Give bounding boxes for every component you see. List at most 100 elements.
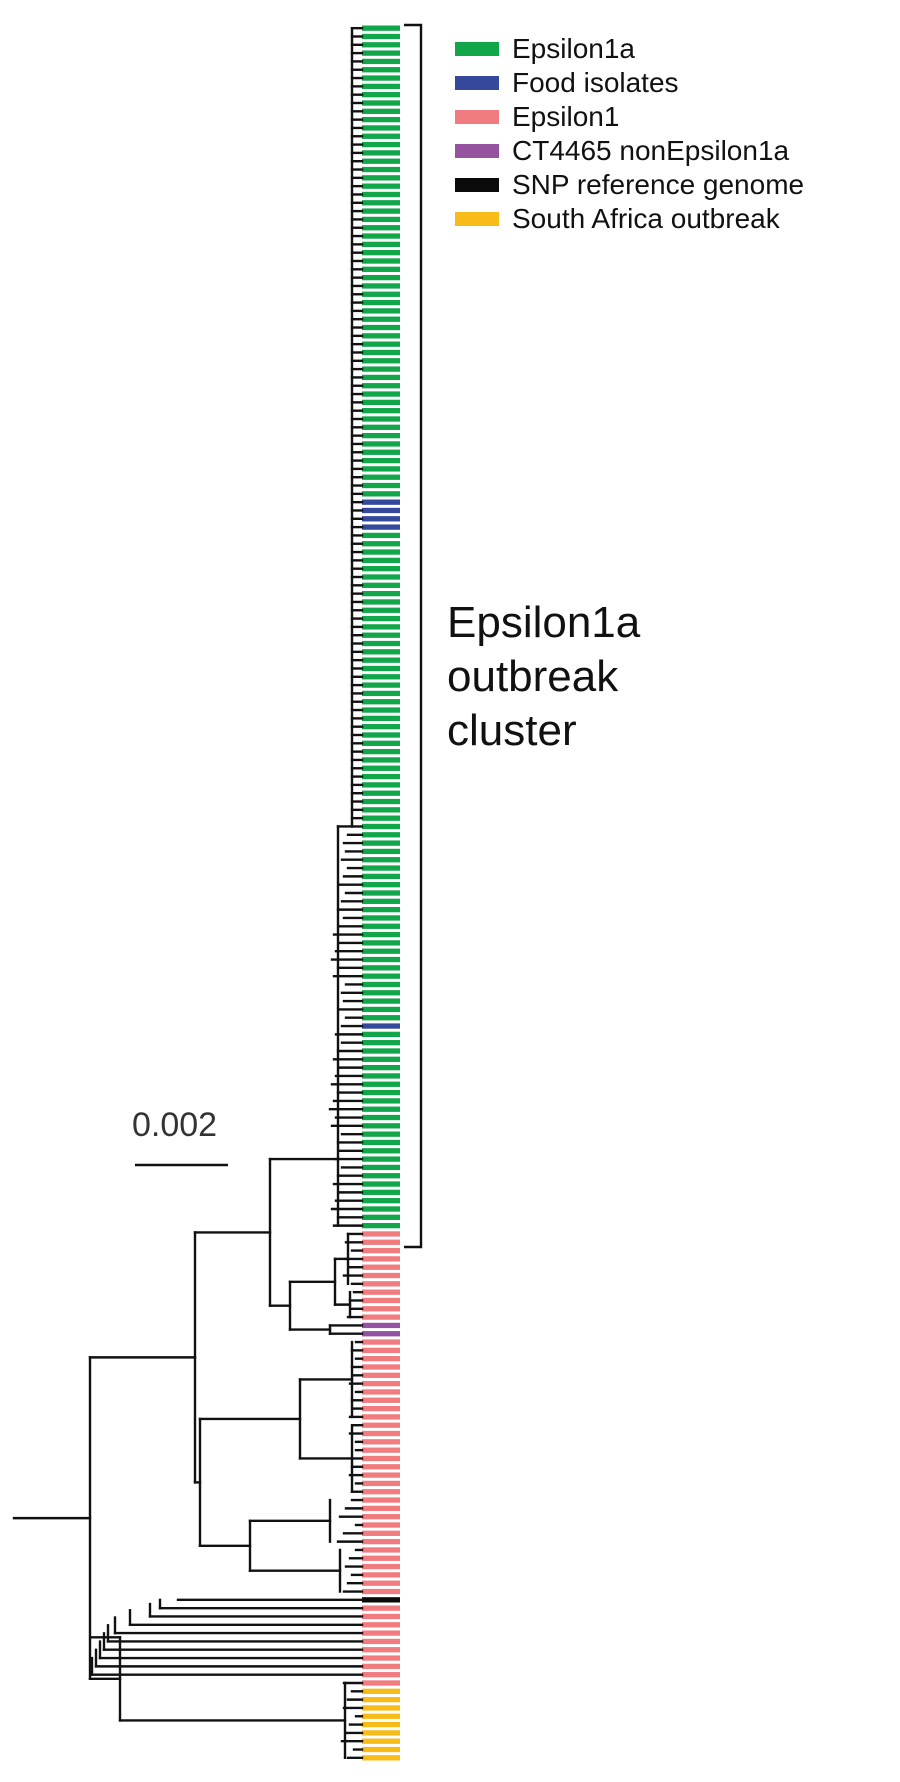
tip-strip-epsilon1a: [362, 1139, 400, 1146]
cluster-label-line-2: outbreak: [447, 652, 619, 701]
tip-strip-epsilon1a: [362, 657, 400, 663]
tip-strip-epsilon1: [362, 1439, 400, 1445]
tip-strip-epsilon1a: [362, 1056, 400, 1062]
tip-strip-epsilon1a: [362, 358, 400, 364]
tip-strip-epsilon1: [362, 1347, 400, 1354]
cluster-bracket: [404, 23, 423, 1249]
tip-strip-epsilon1: [362, 1380, 400, 1387]
tip-strip-epsilon1a: [362, 873, 400, 880]
tip-strip-epsilon1a: [362, 58, 400, 65]
tip-strip-epsilon1a: [362, 474, 400, 480]
tip-strip-epsilon1a: [362, 1040, 400, 1046]
tip-strip-epsilon1a: [362, 324, 400, 331]
tip-strip-epsilon1: [362, 1422, 400, 1428]
tip-strip-food: [362, 499, 400, 505]
tip-strip-epsilon1a: [362, 166, 400, 173]
tip-strip-southafrica: [362, 1755, 400, 1761]
tip-strip-epsilon1a: [362, 715, 400, 722]
tip-strip-epsilon1a: [362, 823, 400, 830]
legend-swatch-ct4465: [455, 144, 499, 158]
tip-strip-epsilon1a: [362, 832, 400, 838]
legend-swatch-epsilon1: [455, 110, 499, 124]
tip-strip-epsilon1: [362, 1297, 400, 1304]
legend-swatch-south-africa: [455, 212, 499, 226]
tip-strip-epsilon1: [362, 1572, 400, 1578]
tip-strip-epsilon1a: [362, 1181, 400, 1187]
tip-strip-epsilon1a: [362, 1173, 400, 1179]
tip-strip-epsilon1a: [362, 699, 400, 705]
tip-strip-epsilon1a: [362, 1189, 400, 1196]
tip-strip-epsilon1a: [362, 798, 400, 805]
tip-strip-epsilon1a: [362, 732, 400, 738]
tip-strip-epsilon1a: [362, 981, 400, 988]
tip-strip-epsilon1a: [362, 1206, 400, 1212]
tip-strip-epsilon1a: [362, 225, 400, 231]
tip-strip-epsilon1a: [362, 590, 400, 597]
tip-strip-epsilon1a: [362, 349, 400, 356]
tip-strip-epsilon1a: [362, 83, 400, 90]
tip-strip-epsilon1a: [362, 449, 400, 455]
cluster-label-line-3: cluster: [447, 706, 577, 755]
tip-strip-epsilon1a: [362, 1048, 400, 1054]
tip-strip-epsilon1a: [362, 141, 400, 148]
tip-strip-epsilon1a: [362, 707, 400, 713]
tip-strip-epsilon1a: [362, 316, 400, 322]
tip-strip-epsilon1a: [362, 599, 400, 605]
tip-strip-epsilon1a: [362, 998, 400, 1004]
tip-strip-epsilon1: [362, 1389, 400, 1395]
tip-strip-epsilon1: [362, 1372, 400, 1378]
tip-strip-epsilon1a: [362, 33, 400, 40]
tip-strip-epsilon1a: [362, 399, 400, 406]
tip-strip-epsilon1: [362, 1256, 400, 1262]
tip-strip-epsilon1a: [362, 690, 400, 697]
tip-strip-epsilon1a: [362, 973, 400, 979]
tip-strip-epsilon1a: [362, 566, 400, 572]
tip-strip-epsilon1: [362, 1289, 400, 1295]
tip-strip-epsilon1: [362, 1630, 400, 1636]
tip-strip-epsilon1a: [362, 923, 400, 929]
legend-swatch-snp-reference: [455, 178, 499, 192]
tip-strip-epsilon1a: [362, 649, 400, 655]
tip-strip-epsilon1a: [362, 341, 400, 347]
tip-strip-epsilon1a: [362, 308, 400, 314]
tip-strip-epsilon1a: [362, 857, 400, 863]
tip-strip-epsilon1a: [362, 882, 400, 888]
tip-strip-epsilon1a: [362, 1073, 400, 1079]
tip-strip-epsilon1a: [362, 1198, 400, 1204]
tip-strip-epsilon1: [362, 1397, 400, 1403]
tip-strip-epsilon1a: [362, 333, 400, 339]
tip-strip-epsilon1: [362, 1239, 400, 1245]
tip-strip-southafrica: [362, 1696, 400, 1703]
tip-strip-epsilon1: [362, 1264, 400, 1270]
tip-strip-epsilon1: [362, 1231, 400, 1237]
tip-strip-epsilon1a: [362, 408, 400, 414]
tip-strip-epsilon1a: [362, 1064, 400, 1071]
tip-strip-epsilon1a: [362, 391, 400, 397]
tip-strip-epsilon1a: [362, 532, 400, 539]
tip-strip-epsilon1a: [362, 541, 400, 547]
tip-strip-epsilon1a: [362, 116, 400, 123]
tip-strip-epsilon1a: [362, 898, 400, 904]
tip-strip-epsilon1a: [362, 1031, 400, 1038]
tip-strip-epsilon1a: [362, 765, 400, 771]
tip-strip-epsilon1a: [362, 906, 400, 913]
tip-strip-epsilon1: [362, 1647, 400, 1653]
tip-strip-epsilon1a: [362, 574, 400, 580]
tip-strip-ct4465: [362, 1331, 400, 1337]
tip-strip-epsilon1a: [362, 624, 400, 630]
tip-strip-epsilon1a: [362, 782, 400, 788]
tip-strip-epsilon1a: [362, 183, 400, 189]
tip-strip-epsilon1a: [362, 432, 400, 439]
tip-strip-southafrica: [362, 1705, 400, 1711]
tip-strip-epsilon1a: [362, 674, 400, 680]
tip-strip-epsilon1a: [362, 815, 400, 821]
tip-strip-southafrica: [362, 1738, 400, 1744]
legend-swatch-food-isolates: [455, 76, 499, 90]
tip-strip-epsilon1: [362, 1555, 400, 1561]
tip-strip-southafrica: [362, 1688, 400, 1694]
tip-strip-epsilon1a: [362, 241, 400, 248]
tip-strip-food: [362, 1023, 400, 1029]
tip-strip-epsilon1a: [362, 25, 400, 31]
tip-strip-southafrica: [362, 1730, 400, 1736]
tip-strip-epsilon1a: [362, 640, 400, 647]
